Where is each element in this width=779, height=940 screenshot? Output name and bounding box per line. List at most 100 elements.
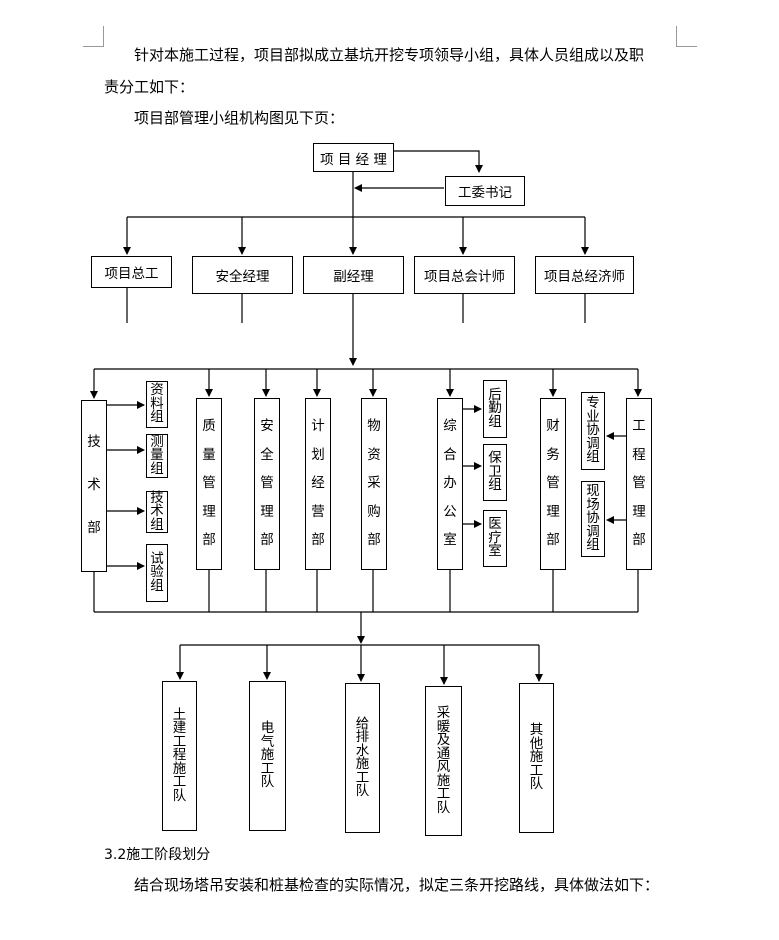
box-char: 队 bbox=[260, 774, 275, 791]
box-planning-dept: 计划经营部 bbox=[305, 398, 331, 570]
box-char: 组 bbox=[488, 413, 502, 430]
box-char: 室 bbox=[488, 543, 502, 560]
box-char: 协 bbox=[586, 422, 600, 439]
box-char: 采 bbox=[367, 475, 381, 492]
box-deputy-manager: 副经理 bbox=[303, 256, 404, 294]
box-char: 组 bbox=[150, 460, 164, 477]
box-char: 通 bbox=[436, 745, 451, 762]
box-char: 组 bbox=[586, 449, 600, 466]
box-char: 计 bbox=[311, 418, 325, 435]
box-char: 风 bbox=[436, 759, 451, 775]
box-char: 他 bbox=[529, 735, 544, 752]
box-technical-group: 技术组 bbox=[146, 491, 168, 533]
box-char: 管 bbox=[546, 475, 560, 492]
box-char: 队 bbox=[172, 787, 187, 804]
box-char: 部 bbox=[87, 520, 101, 537]
box-char: 测 bbox=[150, 433, 164, 450]
box-char: 保 bbox=[488, 450, 502, 467]
box-char: 建 bbox=[172, 720, 187, 737]
box-char: 工 bbox=[529, 762, 544, 779]
box-char: 组 bbox=[150, 409, 164, 426]
box-char: 理 bbox=[632, 503, 646, 520]
box-char: 办 bbox=[443, 475, 457, 492]
box-tech-dept: 技术部 bbox=[81, 400, 107, 572]
box-char: 量 bbox=[150, 447, 164, 464]
box-char: 施 bbox=[260, 747, 275, 764]
page-corner-mark-left bbox=[83, 26, 104, 47]
box-char: 工 bbox=[172, 774, 187, 791]
box-electrical-team: 电气施工队 bbox=[249, 681, 286, 831]
box-hvac-team: 采暖及通风施工队 bbox=[425, 686, 462, 836]
box-char: 部 bbox=[632, 532, 646, 549]
box-project-manager: 项 目 经 理 bbox=[313, 143, 394, 172]
box-char: 场 bbox=[586, 496, 600, 513]
box-quality-dept: 质量管理部 bbox=[196, 398, 222, 570]
box-char: 调 bbox=[586, 523, 600, 540]
section-heading: 3.2施工阶段划分 bbox=[104, 847, 211, 863]
box-char: 组 bbox=[150, 577, 164, 594]
box-char: 施 bbox=[436, 772, 451, 789]
box-char: 勤 bbox=[488, 400, 502, 417]
box-char: 现 bbox=[586, 483, 600, 500]
box-char: 物 bbox=[367, 418, 381, 435]
box-char: 调 bbox=[586, 435, 600, 452]
box-chief-engineer: 项目总工 bbox=[91, 256, 172, 288]
box-char: 质 bbox=[202, 418, 216, 435]
box-char: 理 bbox=[202, 503, 216, 520]
box-general-office: 综合办公室 bbox=[437, 398, 463, 570]
box-char: 量 bbox=[202, 446, 216, 463]
box-data-group: 资料组 bbox=[146, 381, 168, 428]
box-other-team: 其他施工队 bbox=[519, 683, 554, 833]
paragraph-chart-ref: 项目部管理小组机构图见下页： bbox=[134, 109, 345, 127]
box-char: 管 bbox=[260, 475, 274, 492]
box-char: 组 bbox=[586, 537, 600, 554]
box-char: 采 bbox=[436, 705, 451, 721]
box-plumbing-team: 给排水施工队 bbox=[345, 683, 380, 833]
box-clinic: 医疗室 bbox=[483, 510, 507, 567]
box-char: 队 bbox=[436, 799, 451, 816]
box-char: 其 bbox=[529, 722, 544, 739]
box-char: 队 bbox=[355, 783, 370, 799]
box-testing-group: 试验组 bbox=[146, 544, 168, 602]
box-char: 专 bbox=[586, 395, 600, 412]
box-char: 水 bbox=[355, 742, 370, 759]
box-char: 协 bbox=[586, 510, 600, 527]
box-char: 工 bbox=[436, 786, 451, 802]
box-security-group: 保卫组 bbox=[483, 444, 507, 501]
box-party-secretary: 工委书记 bbox=[445, 176, 525, 206]
box-char: 部 bbox=[311, 532, 325, 549]
box-char: 部 bbox=[202, 532, 216, 549]
box-finance-dept: 财务管理部 bbox=[540, 398, 566, 570]
box-char: 管 bbox=[202, 475, 216, 492]
box-char: 合 bbox=[443, 446, 457, 463]
box-char: 综 bbox=[443, 418, 457, 435]
box-char: 卫 bbox=[488, 463, 502, 480]
box-safety-dept: 安全管理部 bbox=[254, 398, 280, 570]
box-char: 医 bbox=[488, 516, 502, 533]
box-chief-accountant: 项目总会计师 bbox=[414, 256, 515, 294]
box-survey-group: 测量组 bbox=[146, 434, 168, 478]
box-materials-dept: 物资采购部 bbox=[361, 398, 387, 570]
box-char: 划 bbox=[311, 446, 325, 463]
box-char: 工 bbox=[260, 760, 275, 777]
box-char: 工 bbox=[172, 733, 187, 750]
box-char: 施 bbox=[529, 749, 544, 766]
box-char: 经 bbox=[311, 475, 325, 492]
box-civil-team: 土建工程施工队 bbox=[162, 681, 197, 831]
box-specialty-coord-group: 专业协调组 bbox=[581, 392, 605, 470]
box-char: 营 bbox=[311, 503, 325, 520]
box-char: 组 bbox=[488, 477, 502, 494]
box-char: 安 bbox=[260, 418, 274, 435]
box-char: 管 bbox=[632, 475, 646, 492]
box-char: 财 bbox=[546, 418, 560, 435]
box-char: 部 bbox=[367, 532, 381, 549]
box-char: 气 bbox=[260, 733, 275, 750]
paragraph-intro-line2: 责分工如下： bbox=[104, 78, 195, 96]
box-char: 公 bbox=[443, 503, 457, 520]
box-safety-manager: 安全经理 bbox=[192, 256, 293, 294]
box-chief-economist: 项目总经济师 bbox=[535, 256, 634, 294]
box-char: 务 bbox=[546, 446, 560, 463]
box-char: 程 bbox=[632, 446, 646, 463]
paragraph-excavation-routes: 结合现场塔吊安装和桩基检查的实际情况，拟定三条开挖路线，具体做法如下： bbox=[134, 876, 660, 894]
